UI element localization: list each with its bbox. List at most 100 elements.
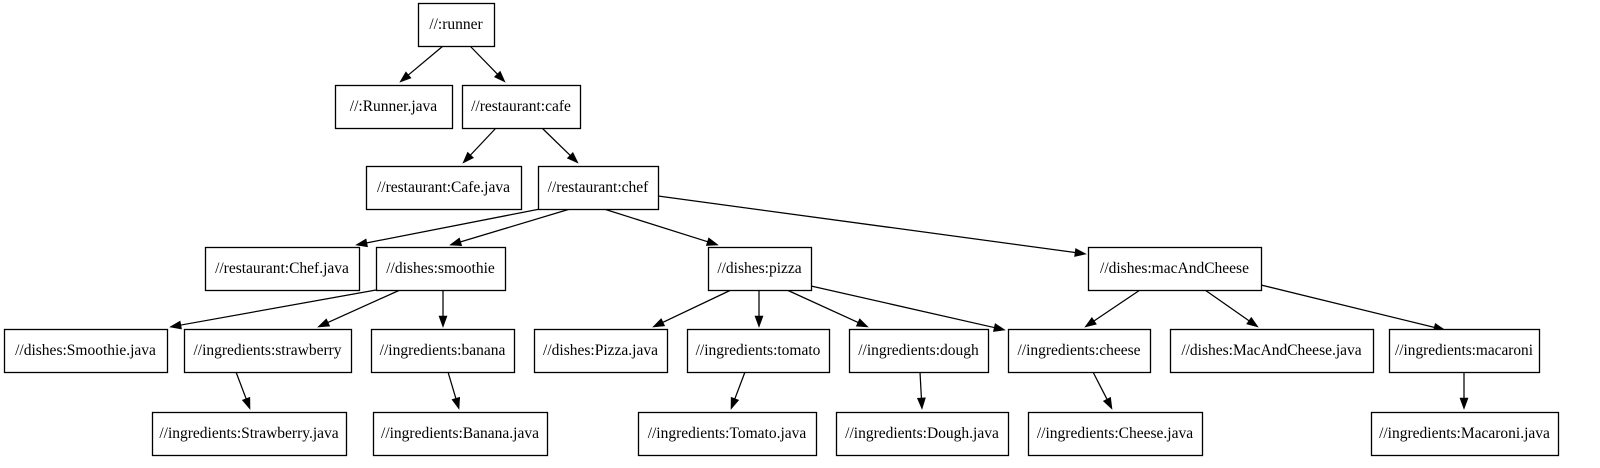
- node-box[interactable]: [375, 246, 507, 292]
- graph-node-ing_cheese[interactable]: //ingredients:cheese: [1007, 328, 1152, 374]
- graph-node-ing_macaroni[interactable]: //ingredients:macaroni: [1388, 328, 1541, 374]
- edge-line: [1204, 289, 1250, 322]
- edge-line: [786, 289, 859, 323]
- edge-line: [460, 208, 571, 243]
- node-box[interactable]: [1370, 411, 1560, 457]
- edge-line: [657, 195, 1076, 254]
- edge-line: [180, 289, 377, 326]
- graph-node-tomato_java[interactable]: //ingredients:Tomato.java: [637, 411, 818, 457]
- node-box[interactable]: [183, 328, 353, 374]
- graph-node-pizza_java[interactable]: //dishes:Pizza.java: [533, 328, 669, 374]
- node-box[interactable]: [3, 328, 169, 374]
- edge-dishes_pizza-to-ing_tomato: [754, 290, 764, 328]
- node-label: //ingredients:Cheese.java: [1037, 425, 1193, 442]
- arrow-head-icon: [1459, 397, 1469, 410]
- edge-line: [470, 127, 497, 156]
- node-box[interactable]: [835, 411, 1010, 457]
- node-box[interactable]: [686, 328, 831, 374]
- node-box[interactable]: [370, 328, 516, 374]
- edge-restaurant_chef-to-dishes_macandchs: [657, 195, 1087, 257]
- node-box[interactable]: [1388, 328, 1541, 374]
- node-label: //dishes:Smoothie.java: [15, 342, 156, 359]
- graph-node-dishes_smoothie[interactable]: //dishes:smoothie: [375, 246, 507, 292]
- edge-line: [469, 45, 498, 75]
- arrow-head-icon: [730, 396, 740, 410]
- edge-line: [810, 285, 995, 329]
- edge-restaurant_chef-to-chef_java: [355, 208, 541, 248]
- node-box[interactable]: [637, 411, 818, 457]
- graph-node-runner_java[interactable]: //:Runner.java: [334, 84, 454, 130]
- node-box[interactable]: [461, 84, 582, 130]
- graph-node-ing_banana[interactable]: //ingredients:banana: [370, 328, 516, 374]
- graph-node-restaurant_cafe[interactable]: //restaurant:cafe: [461, 84, 582, 130]
- node-label: //:Runner.java: [350, 98, 438, 115]
- graph-node-ing_strawberry[interactable]: //ingredients:strawberry: [183, 328, 353, 374]
- node-box[interactable]: [151, 411, 348, 457]
- edge-line: [919, 371, 923, 399]
- arrow-head-icon: [462, 151, 474, 164]
- node-box[interactable]: [533, 328, 669, 374]
- edge-ing_banana-to-banana_java: [447, 371, 461, 410]
- edge-line: [327, 289, 401, 324]
- node-box[interactable]: [417, 2, 496, 48]
- edge-dishes_pizza-to-ing_dough: [786, 289, 869, 328]
- node-label: //restaurant:cafe: [471, 98, 571, 115]
- graph-node-strawberry_java[interactable]: //ingredients:Strawberry.java: [151, 411, 348, 457]
- graph-node-ing_dough[interactable]: //ingredients:dough: [848, 328, 990, 374]
- edge-line: [662, 289, 732, 323]
- arrow-head-icon: [317, 318, 331, 328]
- edge-line: [408, 45, 444, 76]
- edge-dishes_pizza-to-pizza_java: [652, 289, 732, 328]
- arrow-head-icon: [705, 237, 719, 246]
- graph-node-restaurant_chef[interactable]: //restaurant:chef: [537, 165, 660, 211]
- node-box[interactable]: [848, 328, 990, 374]
- graph-node-cheese_java[interactable]: //ingredients:Cheese.java: [1027, 411, 1204, 457]
- edge-ing_dough-to-dough_java: [916, 371, 926, 410]
- graph-node-macaroni_java[interactable]: //ingredients:Macaroni.java: [1370, 411, 1560, 457]
- edge-runner-to-runner_java: [399, 45, 444, 83]
- graph-node-runner[interactable]: //:runner: [417, 2, 496, 48]
- graph-node-smoothie_java[interactable]: //dishes:Smoothie.java: [3, 328, 169, 374]
- arrow-head-icon: [169, 320, 182, 330]
- node-box[interactable]: [707, 246, 813, 292]
- arrow-head-icon: [493, 70, 506, 83]
- node-box[interactable]: [372, 411, 549, 457]
- node-label: //dishes:pizza: [717, 260, 801, 277]
- edge-dishes_macandchs-to-macandcheese_java: [1204, 289, 1259, 328]
- edge-ing_strawberry-to-strawberry_java: [235, 371, 251, 410]
- graph-node-macandcheese_java[interactable]: //dishes:MacAndCheese.java: [1169, 328, 1375, 374]
- arrow-head-icon: [1246, 316, 1259, 328]
- graph-node-chef_java[interactable]: //restaurant:Chef.java: [204, 246, 361, 292]
- edge-line: [447, 371, 457, 399]
- graph-node-dough_java[interactable]: //ingredients:Dough.java: [835, 411, 1010, 457]
- node-box[interactable]: [334, 84, 454, 130]
- graph-node-ing_tomato[interactable]: //ingredients:tomato: [686, 328, 831, 374]
- node-label: //restaurant:chef: [548, 179, 650, 196]
- edge-dishes_macandchs-to-ing_cheese: [1084, 289, 1141, 328]
- node-box[interactable]: [1007, 328, 1152, 374]
- node-label: //ingredients:Macaroni.java: [1379, 425, 1550, 442]
- arrow-head-icon: [916, 397, 926, 410]
- graph-node-dishes_macandchs[interactable]: //dishes:macAndCheese: [1087, 246, 1263, 292]
- node-label: //restaurant:Chef.java: [215, 260, 349, 277]
- edge-ing_cheese-to-cheese_java: [1092, 371, 1113, 410]
- node-box[interactable]: [1087, 246, 1263, 292]
- node-box[interactable]: [365, 165, 523, 211]
- node-box[interactable]: [1027, 411, 1204, 457]
- graph-node-dishes_pizza[interactable]: //dishes:pizza: [707, 246, 813, 292]
- node-box[interactable]: [537, 165, 660, 211]
- arrow-head-icon: [855, 318, 869, 328]
- graph-node-cafe_java[interactable]: //restaurant:Cafe.java: [365, 165, 523, 211]
- node-label: //ingredients:dough: [858, 342, 979, 359]
- node-label: //dishes:macAndCheese: [1100, 260, 1249, 277]
- node-box[interactable]: [204, 246, 361, 292]
- node-label: //dishes:Pizza.java: [543, 342, 658, 359]
- graph-node-banana_java[interactable]: //ingredients:Banana.java: [372, 411, 549, 457]
- node-label: //ingredients:Banana.java: [381, 425, 539, 442]
- arrow-head-icon: [438, 315, 448, 328]
- node-box[interactable]: [1169, 328, 1375, 374]
- arrow-head-icon: [355, 238, 368, 248]
- edge-line: [603, 208, 708, 243]
- node-label: //ingredients:tomato: [696, 342, 821, 359]
- edge-restaurant_chef-to-dishes_smoothie: [449, 208, 571, 246]
